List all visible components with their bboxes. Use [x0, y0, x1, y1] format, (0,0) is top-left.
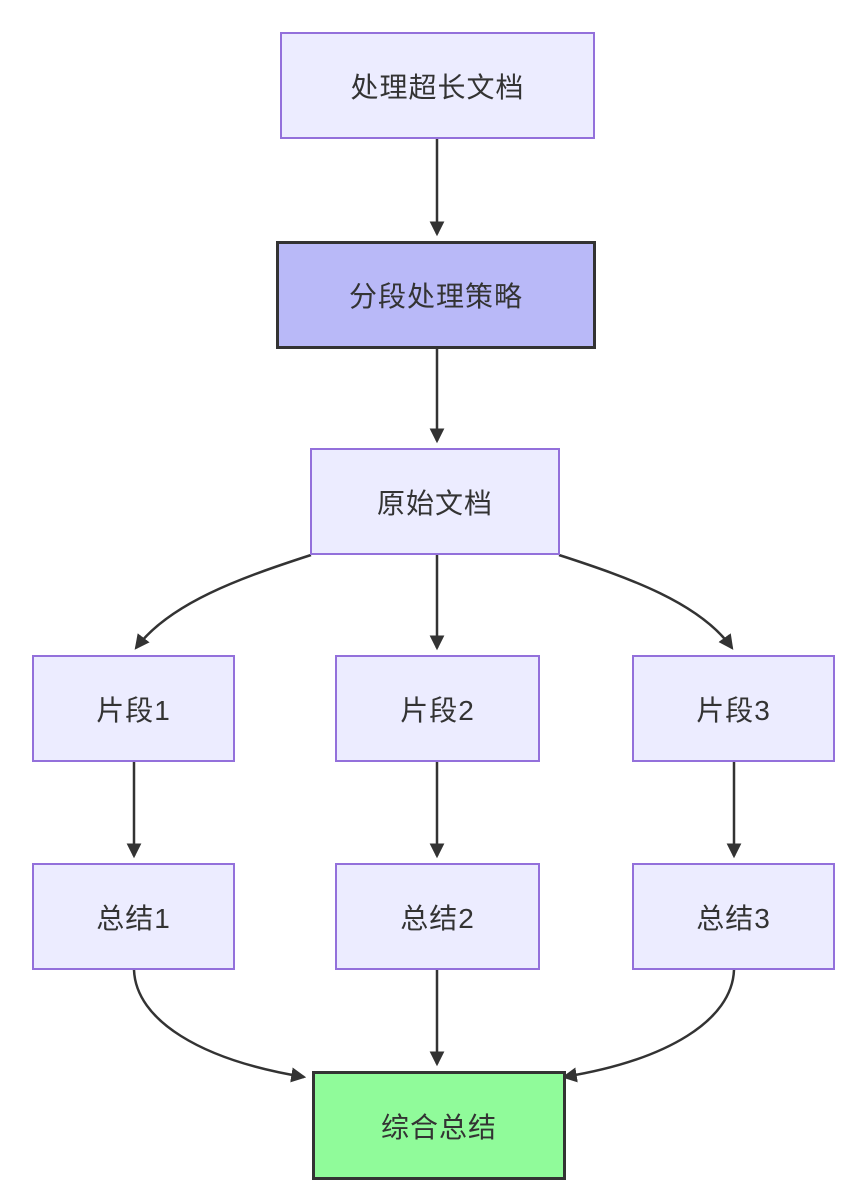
node-summary-2-label: 总结2 — [400, 902, 475, 934]
node-chunk-3: 片段3 — [632, 655, 835, 762]
node-summary-1: 总结1 — [32, 863, 235, 970]
node-original-document: 原始文档 — [310, 448, 560, 555]
node-summary-1-label: 总结1 — [96, 902, 171, 934]
node-summary-2: 总结2 — [335, 863, 540, 970]
node-process-long-document: 处理超长文档 — [280, 32, 595, 139]
node-segmentation-strategy: 分段处理策略 — [276, 241, 596, 349]
node-chunk-3-label: 片段3 — [696, 694, 771, 726]
node-process-long-document-label: 处理超长文档 — [350, 71, 525, 103]
edge-sum1-to-final — [132, 969, 307, 1083]
node-chunk-1: 片段1 — [32, 655, 235, 762]
node-chunk-1-label: 片段1 — [96, 694, 171, 726]
node-summary-3: 总结3 — [632, 863, 835, 970]
node-chunk-2: 片段2 — [335, 655, 540, 762]
node-combined-summary: 综合总结 — [312, 1071, 566, 1180]
edge-sum3-to-final — [561, 969, 736, 1083]
node-summary-3-label: 总结3 — [696, 902, 771, 934]
edge-original-to-chunk1 — [134, 553, 312, 650]
node-combined-summary-label: 综合总结 — [380, 1111, 497, 1143]
node-original-document-label: 原始文档 — [376, 487, 493, 519]
edge-original-to-chunk3 — [558, 553, 734, 650]
node-segmentation-strategy-label: 分段处理策略 — [348, 281, 523, 312]
node-chunk-2-label: 片段2 — [400, 694, 475, 726]
